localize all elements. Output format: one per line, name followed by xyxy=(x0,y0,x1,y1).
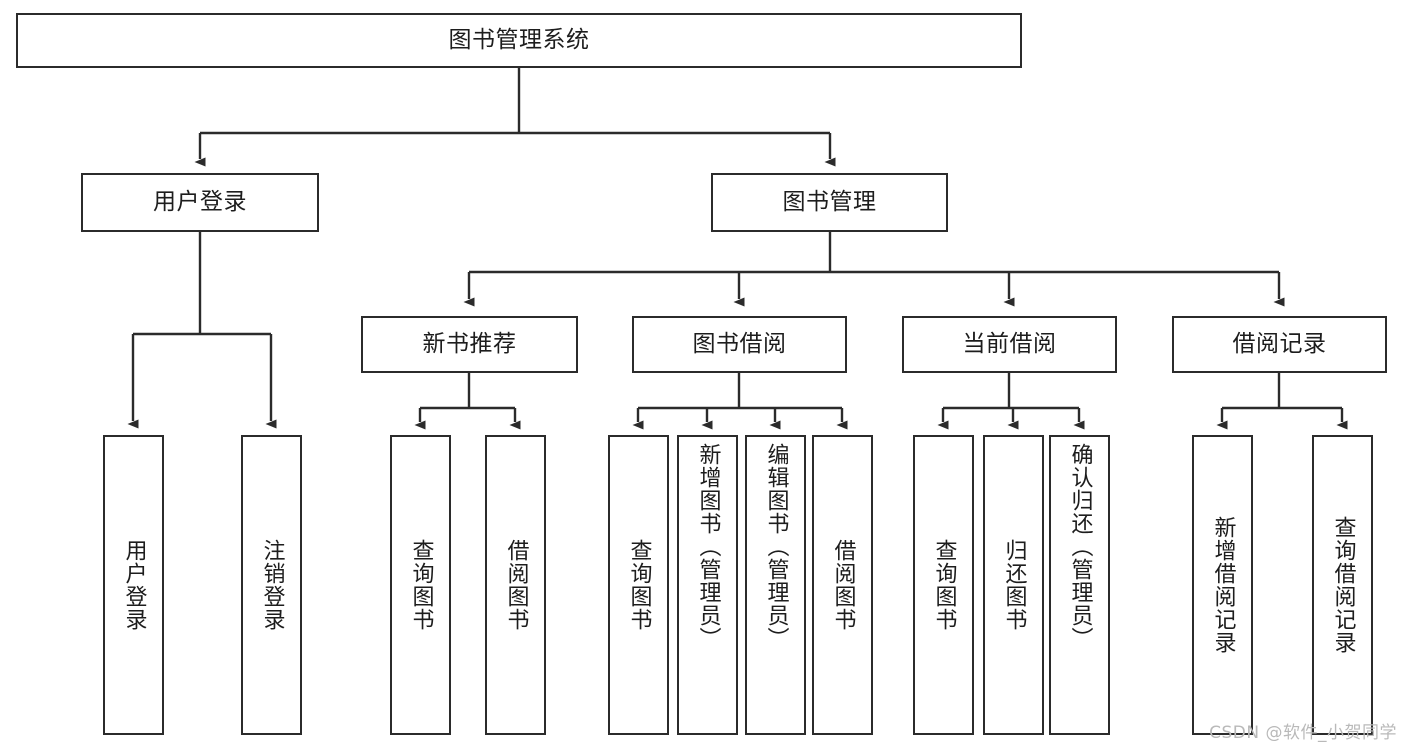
leaf-user-login[interactable]: 用户登录 xyxy=(103,435,164,735)
leaf-confirm-return-admin[interactable]: 确认归还（管理员） xyxy=(1049,435,1110,735)
node-book-management-label: 图书管理 xyxy=(782,189,877,216)
leaf-query-borrow-record-label: 查询借阅记录 xyxy=(1330,516,1356,654)
node-book-management[interactable]: 图书管理 xyxy=(711,173,948,232)
leaf-query-book-current-label: 查询图书 xyxy=(931,539,957,631)
node-root-system-label: 图书管理系统 xyxy=(448,27,590,54)
leaf-add-borrow-record[interactable]: 新增借阅记录 xyxy=(1192,435,1253,735)
leaf-borrow-book-label: 借阅图书 xyxy=(830,539,856,631)
leaf-add-book-admin-label: 新增图书（管理员） xyxy=(695,443,721,650)
node-user-login[interactable]: 用户登录 xyxy=(81,173,319,232)
node-new-book-recommend[interactable]: 新书推荐 xyxy=(361,316,578,373)
leaf-borrow-book[interactable]: 借阅图书 xyxy=(812,435,873,735)
node-book-borrow[interactable]: 图书借阅 xyxy=(632,316,847,373)
leaf-add-book-admin[interactable]: 新增图书（管理员） xyxy=(677,435,738,735)
leaf-return-book[interactable]: 归还图书 xyxy=(983,435,1044,735)
leaf-add-borrow-record-label: 新增借阅记录 xyxy=(1210,516,1236,654)
node-current-borrow-label: 当前借阅 xyxy=(962,331,1057,358)
node-borrow-record[interactable]: 借阅记录 xyxy=(1172,316,1387,373)
leaf-edit-book-admin-label: 编辑图书（管理员） xyxy=(763,443,789,650)
leaf-user-login-label: 用户登录 xyxy=(121,539,147,631)
leaf-query-borrow-record[interactable]: 查询借阅记录 xyxy=(1312,435,1373,735)
node-user-login-label: 用户登录 xyxy=(153,189,247,216)
node-borrow-record-label: 借阅记录 xyxy=(1232,331,1327,358)
node-current-borrow[interactable]: 当前借阅 xyxy=(902,316,1117,373)
node-new-book-recommend-label: 新书推荐 xyxy=(422,331,517,358)
leaf-query-book-recommend-label: 查询图书 xyxy=(408,539,434,631)
leaf-logout[interactable]: 注销登录 xyxy=(241,435,302,735)
leaf-edit-book-admin[interactable]: 编辑图书（管理员） xyxy=(745,435,806,735)
leaf-logout-label: 注销登录 xyxy=(259,539,285,631)
leaf-return-book-label: 归还图书 xyxy=(1001,539,1027,631)
node-book-borrow-label: 图书借阅 xyxy=(692,331,787,358)
leaf-query-book-current[interactable]: 查询图书 xyxy=(913,435,974,735)
leaf-query-book-recommend[interactable]: 查询图书 xyxy=(390,435,451,735)
leaf-confirm-return-admin-label: 确认归还（管理员） xyxy=(1067,443,1093,650)
leaf-query-book-borrow[interactable]: 查询图书 xyxy=(608,435,669,735)
leaf-query-book-borrow-label: 查询图书 xyxy=(626,539,652,631)
node-root-system[interactable]: 图书管理系统 xyxy=(16,13,1022,68)
leaf-borrow-book-recommend-label: 借阅图书 xyxy=(503,539,529,631)
leaf-borrow-book-recommend[interactable]: 借阅图书 xyxy=(485,435,546,735)
